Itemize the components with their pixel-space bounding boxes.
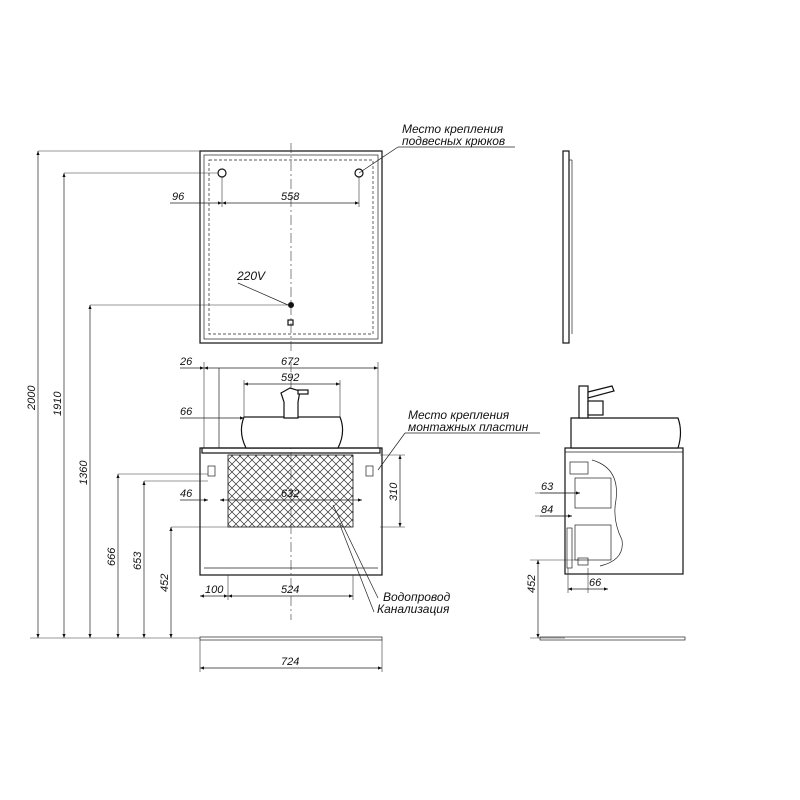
dim-100: 100 <box>205 584 224 596</box>
dim-26: 26 <box>179 356 193 368</box>
dimension-texts: 2000 1910 1360 666 653 452 96 558 26 672… <box>26 191 602 668</box>
dim-724: 724 <box>281 656 299 668</box>
dim-1360: 1360 <box>78 460 90 485</box>
side-dim-452: 452 <box>526 575 538 593</box>
vanity-side <box>564 385 684 575</box>
vanity-top-dimensions <box>180 362 405 672</box>
dim-524: 524 <box>281 584 299 596</box>
side-dim-63: 63 <box>541 481 554 493</box>
dim-666: 666 <box>106 547 118 566</box>
dim-66: 66 <box>180 406 193 418</box>
mirror-front <box>199 143 383 352</box>
side-dim-66: 66 <box>589 577 602 589</box>
labels: Место крепления подвесных крюков Место к… <box>236 122 529 616</box>
dim-1910: 1910 <box>52 391 64 416</box>
dim-592: 592 <box>281 372 299 384</box>
plates-label-2: монтажных пластин <box>408 420 529 434</box>
sewer-label: Канализация <box>377 602 450 616</box>
hook-left <box>217 168 227 178</box>
hooks-label-1: Место крепления <box>402 122 504 136</box>
dim-2000: 2000 <box>26 385 38 411</box>
dim-452: 452 <box>159 574 171 592</box>
water-label: Водопровод <box>383 590 451 604</box>
power-label: 220V <box>236 269 266 283</box>
dim-310: 310 <box>388 482 400 501</box>
dim-632: 632 <box>281 488 299 500</box>
side-dimensions <box>530 491 608 639</box>
power-point <box>288 302 294 308</box>
dim-558: 558 <box>281 191 300 203</box>
dim-672: 672 <box>281 356 299 368</box>
vertical-dimensions <box>30 150 291 639</box>
mirror-dimensions <box>170 177 360 207</box>
side-dim-84: 84 <box>541 504 553 516</box>
dim-96: 96 <box>172 191 185 203</box>
leaders <box>237 146 540 613</box>
dim-46: 46 <box>180 488 193 500</box>
hooks-label-2: подвесных крюков <box>402 134 505 148</box>
vanity-front <box>199 362 383 620</box>
basin-front <box>240 387 344 449</box>
mirror-side <box>562 150 573 344</box>
plates-label-1: Место крепления <box>408 408 510 422</box>
dim-653: 653 <box>132 551 144 570</box>
